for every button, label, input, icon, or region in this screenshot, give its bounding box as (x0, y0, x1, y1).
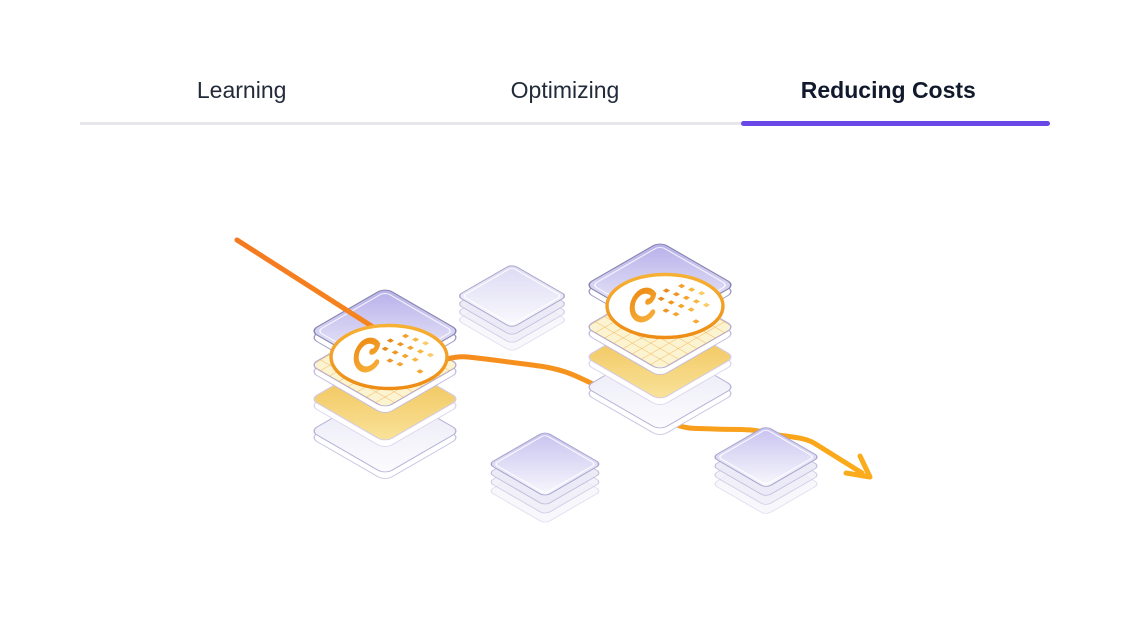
tab-optimizing[interactable]: Optimizing (403, 76, 727, 125)
tab-learning[interactable]: Learning (80, 76, 404, 125)
mini-card-top (714, 427, 818, 487)
mini-stack-bottom-right (714, 427, 818, 514)
arrow-head (843, 453, 873, 480)
tab-bar: Learning Optimizing Reducing Costs (80, 76, 1051, 126)
mini-card-inner-line (719, 429, 813, 485)
mini-stack-bottom-middle (490, 432, 600, 523)
mini-card-top (459, 265, 565, 327)
mini-stack-top (459, 265, 565, 351)
mini-card-inner-line (463, 268, 561, 324)
illustration (234, 237, 873, 523)
tab-reducing-costs[interactable]: Reducing Costs (726, 76, 1051, 126)
scan-lens-left (329, 323, 449, 391)
scan-lens-right (605, 272, 725, 340)
lens-circle (329, 323, 449, 391)
data-stack-right (588, 243, 732, 435)
mini-card-inner-line (495, 435, 595, 493)
mini-card-top (490, 432, 600, 496)
